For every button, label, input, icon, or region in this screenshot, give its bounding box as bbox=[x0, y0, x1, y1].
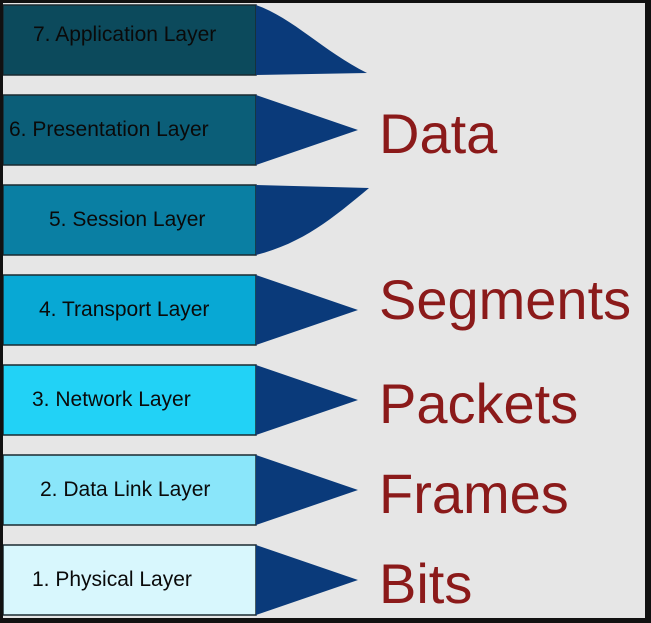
layer-3-arrow bbox=[256, 365, 358, 435]
layer-2-arrow bbox=[256, 455, 358, 525]
layer-4-arrow bbox=[256, 275, 358, 345]
layer-1-arrow bbox=[256, 545, 358, 615]
layer-3-network: 3. Network Layer bbox=[3, 364, 358, 436]
layer-4-transport: 4. Transport Layer bbox=[3, 274, 358, 346]
layer-6-arrow bbox=[256, 95, 358, 165]
layer-7-application: 7. Application Layer bbox=[3, 4, 367, 76]
osi-diagram-svg: 7. Application Layer 6. Presentation Lay… bbox=[3, 4, 631, 616]
layer-3-label: 3. Network Layer bbox=[32, 388, 191, 411]
layer-1-label: 1. Physical Layer bbox=[32, 568, 192, 591]
layer-2-label: 2. Data Link Layer bbox=[40, 478, 210, 501]
layer-7-label: 7. Application Layer bbox=[33, 23, 216, 46]
layer-2-data-link: 2. Data Link Layer bbox=[3, 454, 358, 526]
layer-7-box bbox=[3, 4, 257, 76]
layer-4-box bbox=[3, 274, 257, 346]
pdu-label-data: Data bbox=[379, 102, 498, 165]
layer-3-box bbox=[3, 364, 257, 436]
pdu-label-bits: Bits bbox=[379, 552, 472, 615]
layer-7-curved-arrow bbox=[256, 5, 367, 75]
layer-6-label: 6. Presentation Layer bbox=[9, 118, 209, 141]
layer-4-label: 4. Transport Layer bbox=[39, 298, 209, 321]
layer-5-label: 5. Session Layer bbox=[49, 208, 205, 231]
osi-diagram: 7. Application Layer 6. Presentation Lay… bbox=[3, 3, 645, 618]
layer-6-box bbox=[3, 94, 257, 166]
layer-5-curved-arrow bbox=[256, 185, 369, 255]
layer-1-box bbox=[3, 544, 257, 616]
layer-5-session: 5. Session Layer bbox=[3, 184, 369, 256]
layer-6-presentation: 6. Presentation Layer bbox=[3, 94, 358, 166]
pdu-label-packets: Packets bbox=[379, 372, 578, 435]
pdu-label-frames: Frames bbox=[379, 462, 569, 525]
pdu-label-segments: Segments bbox=[379, 268, 631, 331]
layer-1-physical: 1. Physical Layer bbox=[3, 544, 358, 616]
